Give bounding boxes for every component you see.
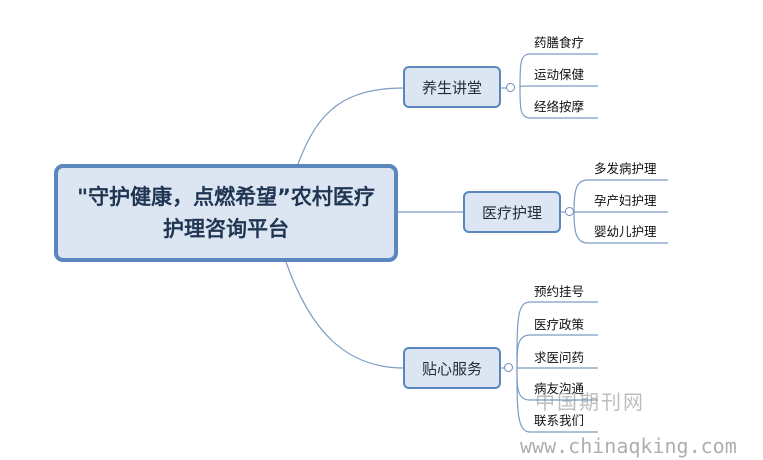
- leaf-topic[interactable]: 药膳食疗: [534, 35, 585, 50]
- root-topic-label: "守护健康，点燃希望”农村医疗护理咨询平台: [77, 185, 375, 241]
- watermark-site-name: 中国期刊网: [535, 390, 645, 414]
- watermark-url: www.chinaqking.com: [520, 434, 737, 458]
- leaf-topic[interactable]: 运动保健: [534, 67, 585, 82]
- root-topic[interactable]: "守护健康，点燃希望”农村医疗护理咨询平台: [54, 164, 398, 262]
- leaf-topic[interactable]: 预约挂号: [534, 284, 585, 299]
- connector-b2-leaf-3: [573, 211, 668, 244]
- connector-b1-leaf-3: [519, 87, 598, 119]
- connector-b2-leaf-1: [573, 179, 668, 213]
- leaf-topic[interactable]: 孕产妇护理: [594, 193, 657, 208]
- connector-b1-leaf-1: [519, 53, 598, 89]
- connector-b1-leaf-2: [519, 85, 598, 89]
- collapse-toggle-icon[interactable]: [565, 207, 574, 216]
- branch-label: 养生讲堂: [421, 78, 482, 97]
- connector-b3-leaf-2: [516, 334, 598, 369]
- branch-caring-service[interactable]: 贴心服务: [403, 347, 501, 389]
- leaf-topic[interactable]: 求医问药: [534, 350, 585, 365]
- leaf-topic[interactable]: 婴幼儿护理: [594, 224, 657, 239]
- connector-root-branch-3: [285, 261, 405, 369]
- leaf-topic[interactable]: 联系我们: [534, 413, 585, 428]
- leaf-topic[interactable]: 病友沟通: [534, 381, 585, 396]
- branch-label: 医疗护理: [481, 203, 542, 222]
- branch-medical-care[interactable]: 医疗护理: [463, 191, 561, 233]
- connector-root-branch-1: [297, 87, 405, 165]
- connector-b3-leaf-5: [516, 367, 598, 433]
- collapse-toggle-icon[interactable]: [504, 363, 513, 372]
- leaf-topic[interactable]: 多发病护理: [594, 161, 657, 176]
- leaf-topic[interactable]: 医疗政策: [534, 317, 585, 332]
- leaf-topic[interactable]: 经络按摩: [534, 99, 585, 114]
- branch-label: 贴心服务: [421, 359, 482, 378]
- collapse-toggle-icon[interactable]: [506, 83, 515, 92]
- branch-health-lecture[interactable]: 养生讲堂: [403, 66, 501, 108]
